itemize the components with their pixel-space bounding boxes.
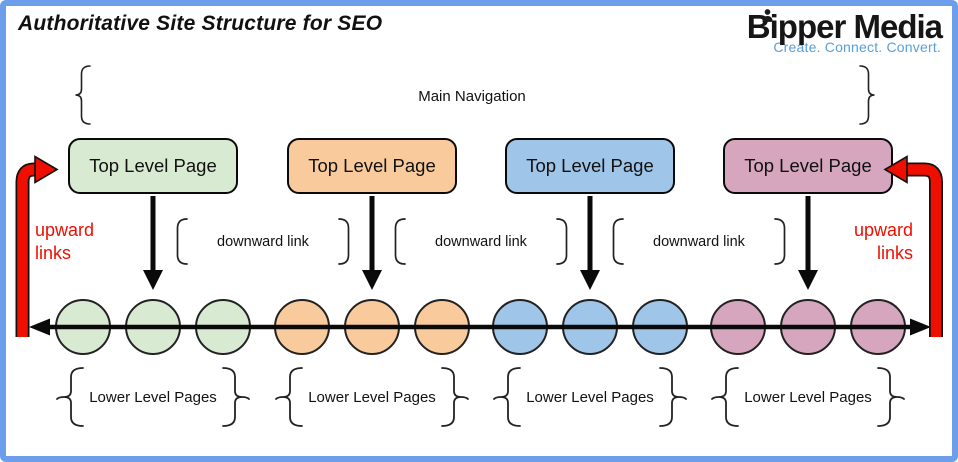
downward-link-text: downward link <box>217 233 309 250</box>
upward-link-arrow-left <box>15 155 59 337</box>
bracket-right-icon <box>338 218 350 265</box>
logo-tagline: Create. Connect. Convert. <box>773 39 941 55</box>
downward-link-label-1: downward link <box>175 217 351 266</box>
curly-brace-right-icon <box>659 367 687 427</box>
top-level-page-label: Top Level Page <box>526 155 654 176</box>
upward-link-arrow-right <box>883 155 943 337</box>
lower-level-pages-label-2: Lower Level Pages <box>274 366 470 428</box>
downward-link-text: downward link <box>435 233 527 250</box>
top-level-page-label: Top Level Page <box>89 155 217 176</box>
lower-level-pages-text: Lower Level Pages <box>89 388 217 406</box>
down-arrow-4 <box>798 196 818 290</box>
top-level-page-box-2: Top Level Page <box>287 138 457 194</box>
connector-overlay <box>15 155 943 337</box>
lower-pages-axis-line <box>29 318 931 336</box>
bracket-right-icon <box>774 218 786 265</box>
curly-brace-right-icon <box>877 367 905 427</box>
top-level-page-box-3: Top Level Page <box>505 138 675 194</box>
upward-links-label-right: upward links <box>853 220 913 263</box>
logo-brand-text: Bipper Media <box>746 8 943 45</box>
nav-brace-right-icon <box>859 65 875 125</box>
lower-level-pages-label-3: Lower Level Pages <box>492 366 688 428</box>
curly-brace-right-icon <box>441 367 469 427</box>
downward-link-label-2: downward link <box>393 217 569 266</box>
lower-level-pages-label-4: Lower Level Pages <box>710 366 906 428</box>
top-level-page-label: Top Level Page <box>744 155 872 176</box>
downward-link-label-3: downward link <box>611 217 787 266</box>
bracket-left-icon <box>176 218 188 265</box>
down-arrow-3 <box>580 196 600 290</box>
down-arrow-1 <box>143 196 163 290</box>
curly-brace-left-icon <box>56 367 84 427</box>
person-icon <box>762 9 773 22</box>
main-navigation-label: Main Navigation <box>418 88 526 105</box>
lower-level-pages-text: Lower Level Pages <box>308 388 436 406</box>
curly-brace-right-icon <box>222 367 250 427</box>
top-level-page-label: Top Level Page <box>308 155 436 176</box>
bracket-left-icon <box>612 218 624 265</box>
down-arrow-2 <box>362 196 382 290</box>
upward-links-label-left: upward links <box>35 220 95 263</box>
nav-brace-left-icon <box>75 65 91 125</box>
downward-link-text: downward link <box>653 233 745 250</box>
bipper-media-logo: Bipper Media Create. Connect. Convert. <box>746 8 943 55</box>
curly-brace-left-icon <box>711 367 739 427</box>
lower-level-pages-label-1: Lower Level Pages <box>55 366 251 428</box>
bracket-left-icon <box>394 218 406 265</box>
bracket-right-icon <box>556 218 568 265</box>
top-level-page-box-1: Top Level Page <box>68 138 238 194</box>
curly-brace-left-icon <box>493 367 521 427</box>
lower-level-pages-text: Lower Level Pages <box>744 388 872 406</box>
page-title: Authoritative Site Structure for SEO <box>18 12 383 35</box>
lower-level-pages-text: Lower Level Pages <box>526 388 654 406</box>
curly-brace-left-icon <box>275 367 303 427</box>
top-level-page-box-4: Top Level Page <box>723 138 893 194</box>
